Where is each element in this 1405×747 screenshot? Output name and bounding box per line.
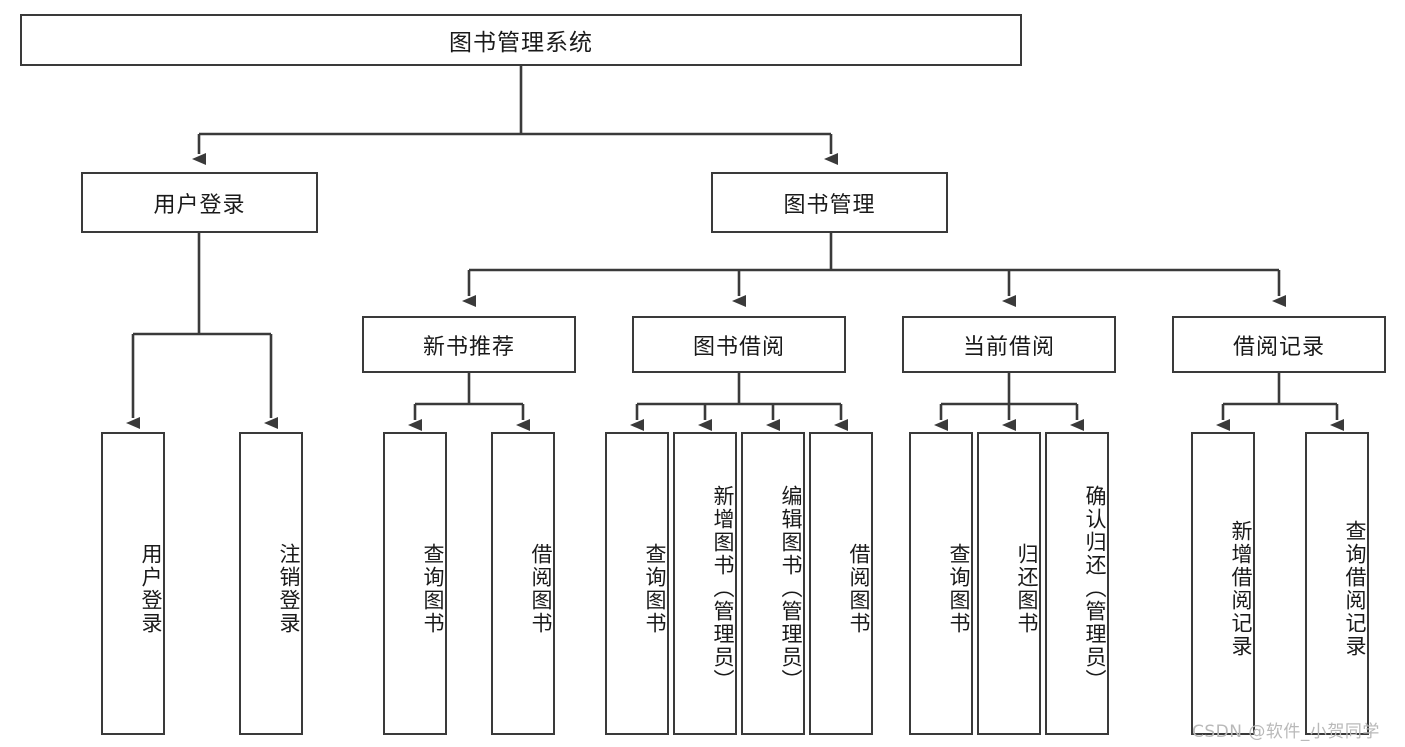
node-leaf-add-book[interactable]: 新增图书（管理员）: [673, 432, 737, 735]
node-leaf-borrow-book-1[interactable]: 借阅图书: [491, 432, 555, 735]
node-label: 图书借阅: [692, 334, 785, 360]
node-label: 借阅图书: [847, 542, 871, 635]
node-label: 归还图书: [1015, 542, 1039, 635]
node-leaf-edit-book[interactable]: 编辑图书（管理员）: [741, 432, 805, 735]
node-book-manage[interactable]: 图书管理: [711, 172, 948, 233]
node-root-book-management-system[interactable]: 图书管理系统: [20, 14, 1022, 66]
node-leaf-query-book-1[interactable]: 查询图书: [383, 432, 447, 735]
node-leaf-return-book[interactable]: 归还图书: [977, 432, 1041, 735]
node-leaf-confirm-return[interactable]: 确认归还（管理员）: [1045, 432, 1109, 735]
node-book-borrow[interactable]: 图书借阅: [632, 316, 846, 373]
node-label: 用户登录: [139, 542, 163, 635]
node-label: 图书管理: [783, 192, 876, 218]
node-leaf-query-book-3[interactable]: 查询图书: [909, 432, 973, 735]
node-user-login[interactable]: 用户登录: [81, 172, 318, 233]
node-current-borrow[interactable]: 当前借阅: [902, 316, 1116, 373]
node-label: 图书管理系统: [449, 30, 593, 56]
node-label: 确认归还（管理员）: [1083, 485, 1107, 692]
node-new-book-recommend[interactable]: 新书推荐: [362, 316, 576, 373]
node-label: 新书推荐: [422, 334, 515, 360]
node-leaf-borrow-book-2[interactable]: 借阅图书: [809, 432, 873, 735]
node-label: 查询图书: [643, 542, 667, 635]
node-label: 查询图书: [421, 542, 445, 635]
node-label: 注销登录: [277, 542, 301, 635]
node-label: 当前借阅: [962, 334, 1055, 360]
node-label: 编辑图书（管理员）: [779, 485, 803, 692]
node-label: 新增图书（管理员）: [711, 485, 735, 692]
node-label: 新增借阅记录: [1229, 519, 1253, 658]
node-leaf-logout[interactable]: 注销登录: [239, 432, 303, 735]
csdn-watermark: CSDN @软件_小贺同学: [1192, 722, 1380, 742]
node-leaf-add-record[interactable]: 新增借阅记录: [1191, 432, 1255, 735]
node-label: 借阅图书: [529, 542, 553, 635]
node-label: 借阅记录: [1232, 334, 1325, 360]
node-leaf-user-login[interactable]: 用户登录: [101, 432, 165, 735]
node-label: 查询图书: [947, 542, 971, 635]
node-label: 用户登录: [153, 192, 246, 218]
node-leaf-query-book-2[interactable]: 查询图书: [605, 432, 669, 735]
node-leaf-query-record[interactable]: 查询借阅记录: [1305, 432, 1369, 735]
node-label: 查询借阅记录: [1343, 519, 1367, 658]
node-borrow-record[interactable]: 借阅记录: [1172, 316, 1386, 373]
